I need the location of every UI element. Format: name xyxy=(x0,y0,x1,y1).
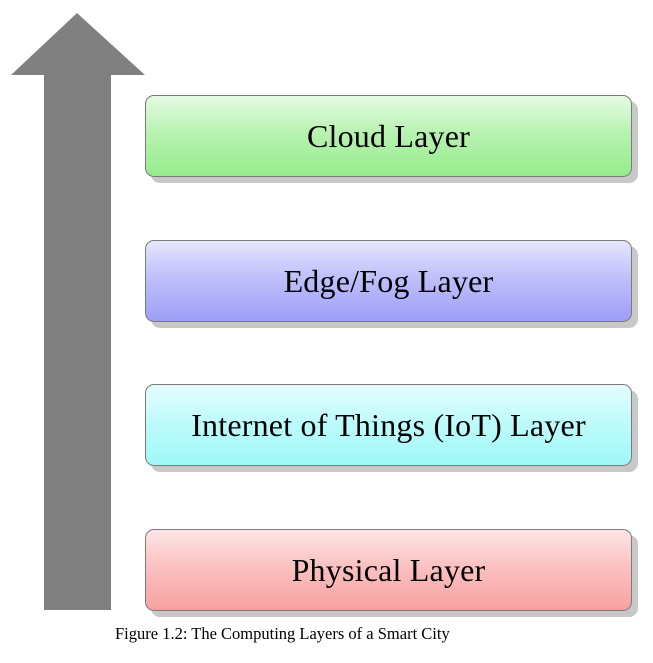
physical-layer-label: Physical Layer xyxy=(291,551,486,588)
cloud-layer-box: Cloud Layer xyxy=(145,95,632,177)
upward-arrow-icon xyxy=(11,13,145,610)
physical-layer-box: Physical Layer xyxy=(145,529,632,611)
edge-fog-layer-label: Edge/Fog Layer xyxy=(283,262,494,299)
upward-arrow-shape xyxy=(11,13,145,610)
cloud-layer-label: Cloud Layer xyxy=(306,117,471,154)
edge-fog-layer-box: Edge/Fog Layer xyxy=(145,240,632,322)
figure-caption: Figure 1.2: The Computing Layers of a Sm… xyxy=(115,624,450,643)
iot-layer-box: Internet of Things (IoT) Layer xyxy=(145,384,632,466)
iot-layer-label: Internet of Things (IoT) Layer xyxy=(191,406,586,443)
